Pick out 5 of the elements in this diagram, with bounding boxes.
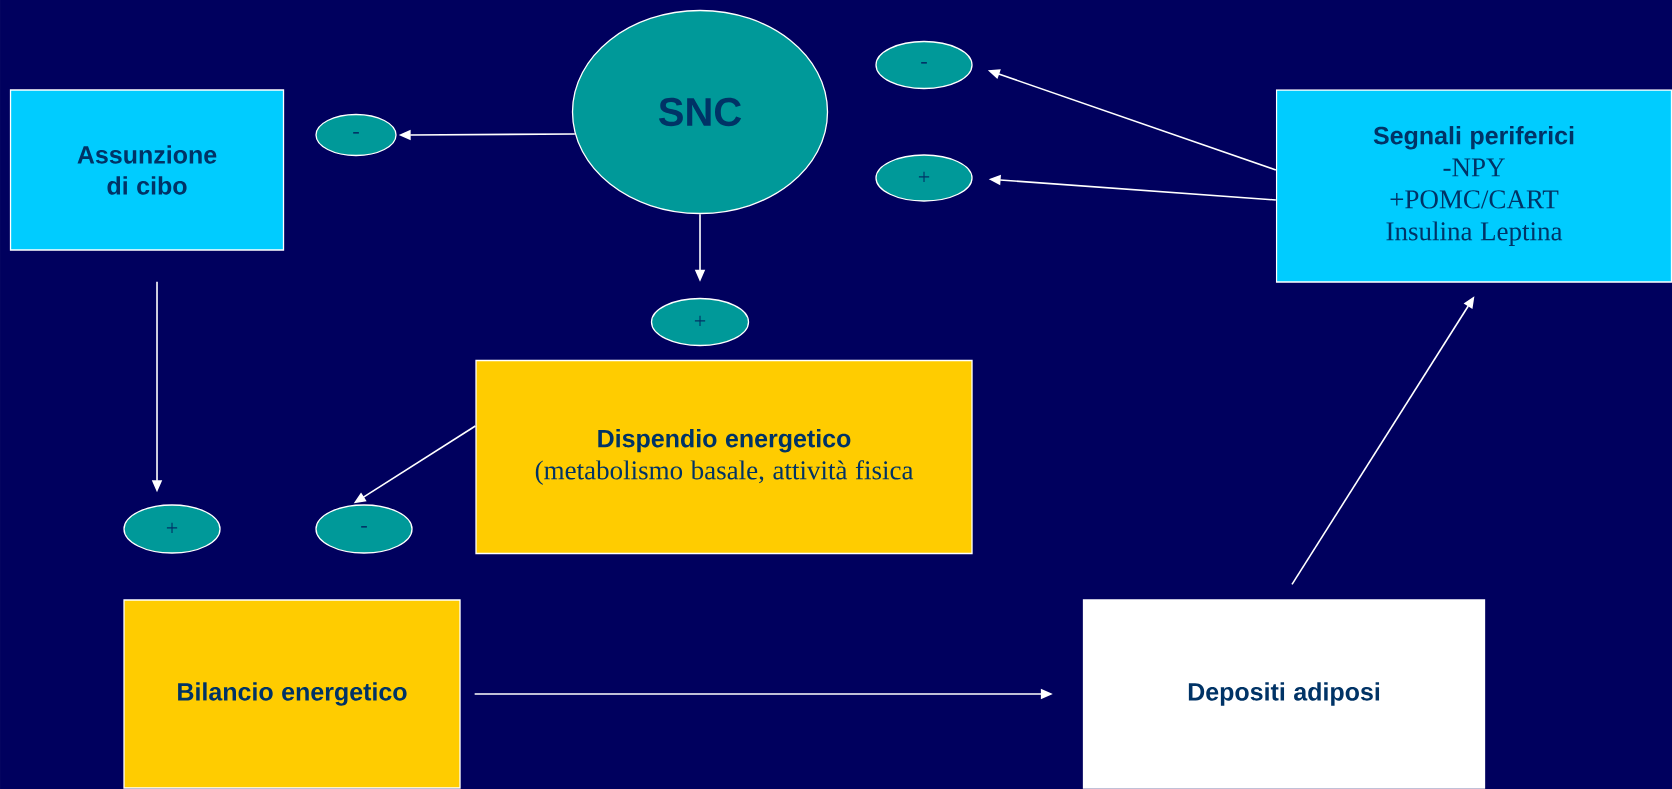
process-box: Assunzione di cibo	[9, 89, 285, 251]
process-box: Bilancio energetico	[123, 599, 461, 789]
process-box: Depositi adiposi	[1082, 599, 1486, 789]
process-box: Dispendio energetico (metabolismo basale, attività fisica	[475, 359, 973, 555]
process-box: Segnali periferici -NPY +POMC/CART Insulina Leptina	[1275, 89, 1672, 283]
